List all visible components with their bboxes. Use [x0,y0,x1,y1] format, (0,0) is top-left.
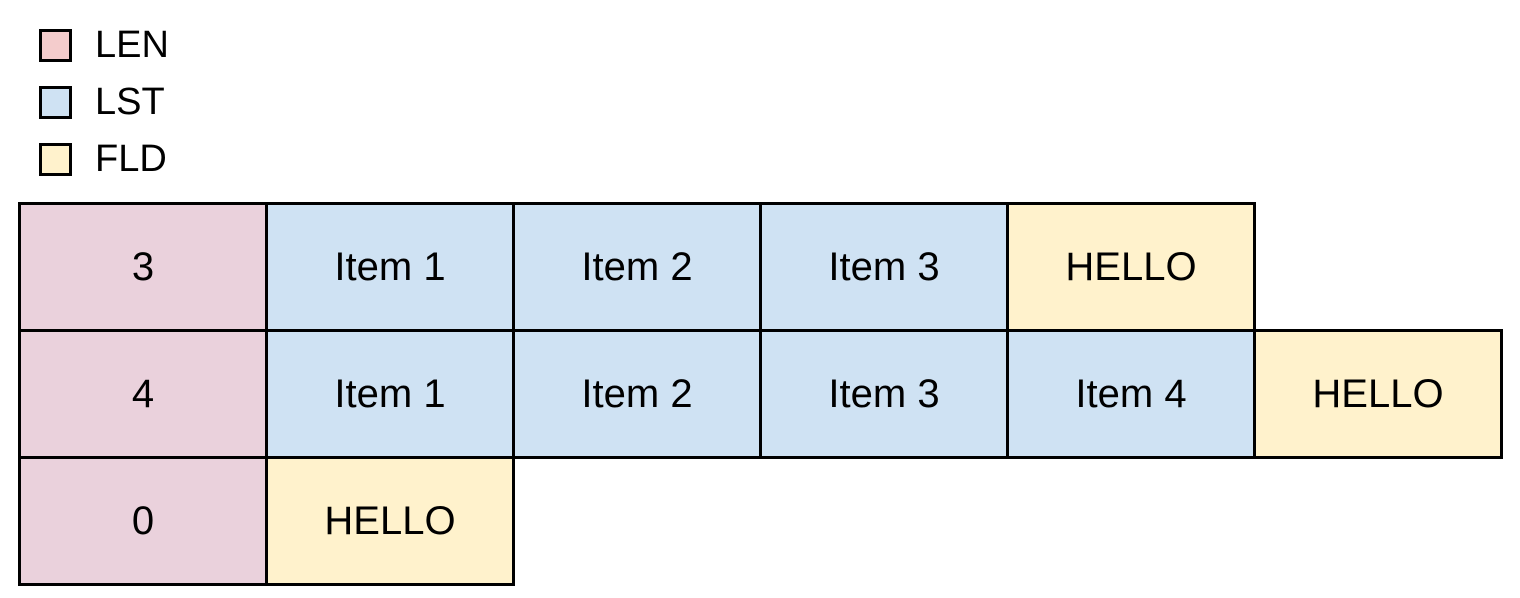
lst-cell: Item 3 [759,202,1009,332]
lst-cell: Item 2 [512,329,762,459]
lst-cell: Item 3 [759,329,1009,459]
legend-label-fld: FLD [95,138,167,180]
legend-item-lst: LST [39,83,169,121]
lst-cell: Item 1 [265,329,515,459]
table-row: 4 Item 1 Item 2 Item 3 Item 4 HELLO [18,329,1503,459]
len-cell: 4 [18,329,268,459]
legend: LEN LST FLD [39,26,169,197]
len-cell: 3 [18,202,268,332]
lst-cell: Item 2 [512,202,762,332]
table-row: 3 Item 1 Item 2 Item 3 HELLO [18,202,1503,332]
legend-label-len: LEN [95,24,169,66]
list-structure-diagram: 3 Item 1 Item 2 Item 3 HELLO 4 Item 1 It… [18,202,1503,586]
legend-item-len: LEN [39,26,169,64]
lst-cell: Item 4 [1006,329,1256,459]
legend-swatch-len [39,28,72,62]
legend-swatch-lst [39,85,72,119]
fld-cell: HELLO [1253,329,1503,459]
table-row: 0 HELLO [18,456,1503,586]
legend-swatch-fld [39,142,72,176]
fld-cell: HELLO [265,456,515,586]
len-cell: 0 [18,456,268,586]
legend-item-fld: FLD [39,140,169,178]
fld-cell: HELLO [1006,202,1256,332]
legend-label-lst: LST [95,81,165,123]
lst-cell: Item 1 [265,202,515,332]
